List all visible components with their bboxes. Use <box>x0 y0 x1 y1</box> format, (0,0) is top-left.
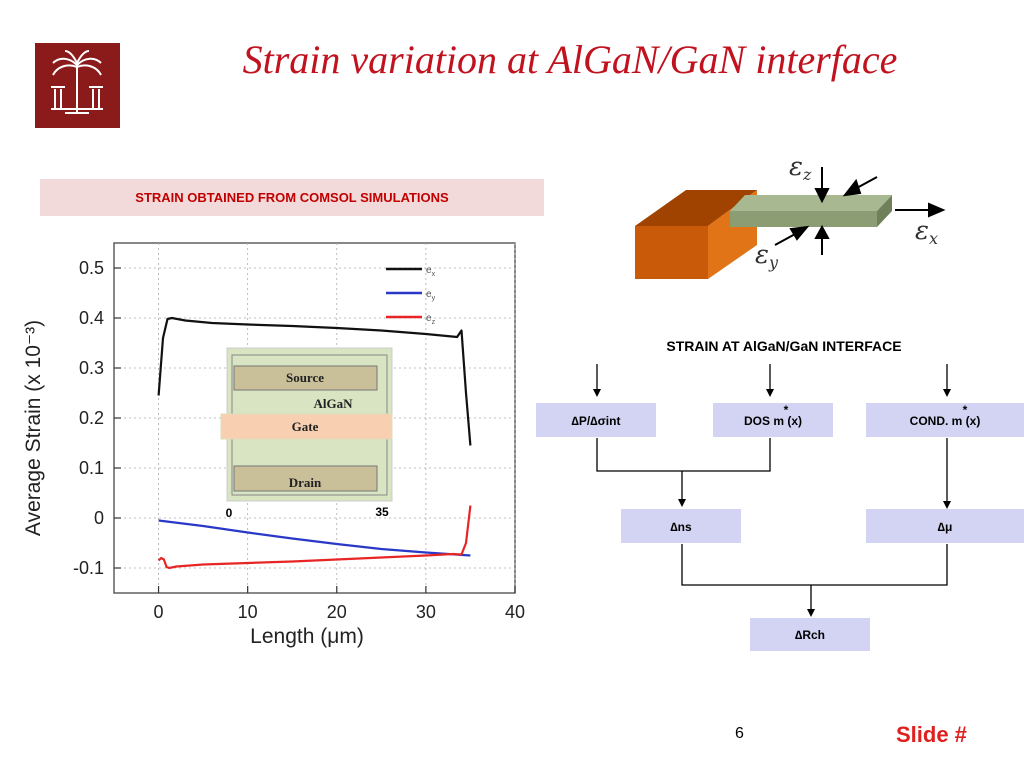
epsilon-z-label: εz <box>789 152 812 184</box>
inset-source-label: Source <box>286 370 324 385</box>
box-delta-mu <box>866 509 1024 543</box>
box-delta-rch <box>750 618 870 651</box>
x-tick-label: 0 <box>154 602 164 622</box>
connector-p-dos-ns <box>596 438 771 499</box>
arrow-y-front <box>774 232 798 246</box>
inset-drain-pad <box>233 465 378 492</box>
inset-algan-label: AlGaN <box>314 396 354 411</box>
device-inset: Source AlGaN Gate Drain 0 35 <box>220 347 393 520</box>
layer-side-face <box>877 195 892 227</box>
strain-block-diagram: εz εy εx <box>635 152 946 279</box>
dos-mass-star: * <box>784 403 789 417</box>
box-delta-rch-label: ∆Rch <box>795 628 825 642</box>
y-tick-label: 0.5 <box>79 258 104 278</box>
x-tick-label: 30 <box>416 602 436 622</box>
box-polarization <box>536 403 656 437</box>
legend: ex ey ez <box>386 265 436 326</box>
arrowhead-x-right <box>928 202 946 218</box>
block-top-face <box>635 190 757 226</box>
series-line-ex <box>157 316 472 446</box>
x-axis-label: Length (μm) <box>250 625 364 648</box>
arrowhead-mu <box>943 501 951 509</box>
inset-source-pad <box>233 365 378 391</box>
arrowhead-rch <box>807 609 815 617</box>
series-line-ez <box>157 505 472 570</box>
arrowhead-z-top <box>814 188 830 204</box>
legend-label-ez: ez <box>426 313 436 326</box>
box-cond-mass <box>866 403 1024 437</box>
cond-mass-star: * <box>963 403 968 417</box>
y-tick-label: 0.3 <box>79 358 104 378</box>
y-tick-label: 0.1 <box>79 458 104 478</box>
arrowhead-p <box>593 389 601 397</box>
inset-gate-strip <box>220 413 393 440</box>
strain-chart: 0.5 0.4 0.3 0.2 0.1 0 -0.1 0 10 20 30 40 Source Al… <box>22 242 525 648</box>
strain-banner: STRAIN OBTAINED FROM COMSOL SIMULATIONS <box>40 179 544 216</box>
inset-start-label: 0 <box>226 506 233 520</box>
y-tick-label: 0.4 <box>79 308 104 328</box>
x-tick-label: 20 <box>327 602 347 622</box>
y-tick-label: -0.1 <box>73 558 104 578</box>
x-tick-label: 10 <box>238 602 258 622</box>
legend-label-ex: ex <box>426 265 436 278</box>
inset-drain-label: Drain <box>289 475 322 490</box>
y-axis-label: Average Strain (x 10⁻³) <box>22 320 45 536</box>
box-delta-ns <box>621 509 741 543</box>
layer-front-face <box>730 211 877 227</box>
slide-title: Strain variation at AlGaN/GaN interface <box>242 37 898 82</box>
strain-flow-diagram: STRAIN AT AlGaN/GaN INTERFACE ∆P/∆σint D… <box>536 338 1024 651</box>
epsilon-y-label: εy <box>755 240 779 272</box>
series-line-ey <box>158 519 471 557</box>
box-dos-mass <box>713 403 833 437</box>
university-logo <box>35 43 120 128</box>
inset-end-label: 35 <box>375 505 389 519</box>
arrowhead-dos <box>766 389 774 397</box>
arrowhead-y-front <box>789 225 810 241</box>
flow-title: STRAIN AT AlGaN/GaN INTERFACE <box>666 338 901 354</box>
box-delta-ns-label: ∆ns <box>670 520 692 534</box>
box-dos-mass-label: DOS m (x) <box>744 414 802 428</box>
arrowhead-z-bottom <box>814 224 830 239</box>
arrowhead-cond <box>943 389 951 397</box>
layer-top-face <box>730 195 892 211</box>
box-cond-mass-label: COND. m (x) <box>910 414 981 428</box>
slide-number: 6 <box>735 725 744 742</box>
slide-label: Slide # <box>896 722 967 747</box>
connector-ns-mu-rch <box>681 544 948 610</box>
y-tick-label: 0 <box>94 508 104 528</box>
epsilon-x-label: εx <box>915 216 938 248</box>
inset-gate-label: Gate <box>292 419 319 434</box>
arrowhead-y-back <box>842 178 862 197</box>
x-tick-label: 40 <box>505 602 525 622</box>
block-front-face <box>635 226 708 279</box>
legend-label-ey: ey <box>426 289 436 302</box>
box-polarization-label: ∆P/∆σint <box>572 414 621 428</box>
box-delta-mu-label: ∆μ <box>938 520 953 534</box>
palmetto-tree-icon <box>51 50 103 114</box>
y-tick-label: 0.2 <box>79 408 104 428</box>
arrowhead-ns <box>678 499 686 507</box>
